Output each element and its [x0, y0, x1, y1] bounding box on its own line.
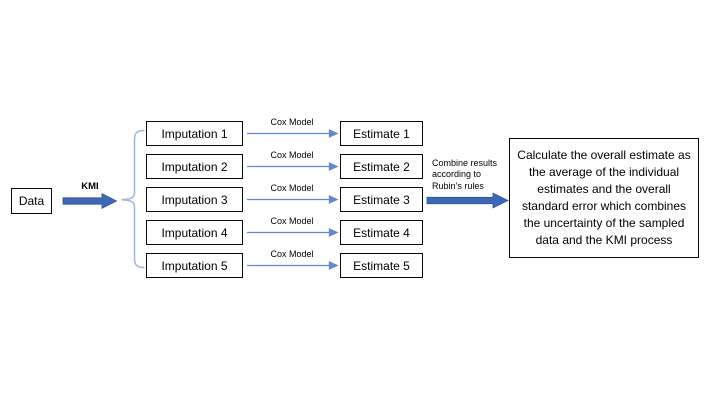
result-line-4: standard error which combines [521, 199, 687, 213]
estimate-box-3: Estimate 3 [340, 187, 423, 212]
imputation-label-4: Imputation 4 [161, 225, 228, 240]
cox-arrow-5 [247, 261, 339, 270]
combine-results-label: Combine results according to Rubin’s rul… [432, 158, 497, 193]
imputation-box-3: Imputation 3 [146, 187, 243, 212]
result-line-5: the uncertainty of the sampled [523, 215, 685, 230]
estimate-label-2: Estimate 2 [353, 159, 410, 174]
combine-results-line-2: according to [432, 169, 482, 180]
estimate-box-5: Estimate 5 [340, 253, 423, 278]
imputation-label-3: Imputation 3 [161, 192, 228, 207]
result-box: Calculate the overall estimate as the av… [509, 138, 699, 258]
imputation-box-2: Imputation 2 [146, 154, 243, 179]
cox-model-label-3: Cox Model [270, 182, 314, 193]
cox-model-label-2: Cox Model [270, 149, 314, 160]
cox-model-label-1: Cox Model [270, 116, 314, 127]
result-line-2: the average of the individual [528, 165, 680, 180]
estimate-box-4: Estimate 4 [340, 220, 423, 245]
combine-results-line-3: Rubin’s rules [432, 180, 484, 191]
result-line-6: data and the KMI process [535, 232, 673, 247]
imputation-box-1: Imputation 1 [146, 121, 243, 146]
cox-model-label-4: Cox Model [270, 215, 314, 226]
kmi-label: KMI [81, 180, 99, 192]
imputation-box-4: Imputation 4 [146, 220, 243, 245]
imputation-box-5: Imputation 5 [146, 253, 243, 278]
combine-results-line-1: Combine results [432, 157, 498, 168]
cox-arrow-2 [247, 162, 339, 171]
cox-arrow-3 [247, 195, 339, 204]
result-line-1: Calculate the overall estimate as [517, 148, 691, 163]
result-line-3: estimates and the overall [537, 182, 671, 197]
estimate-box-1: Estimate 1 [340, 121, 423, 146]
data-box-label: Data [18, 193, 45, 208]
estimate-box-2: Estimate 2 [340, 154, 423, 179]
estimate-label-4: Estimate 4 [353, 225, 410, 240]
imputation-label-1: Imputation 1 [161, 126, 228, 141]
combine-arrow [426, 192, 509, 209]
data-box: Data [11, 188, 52, 214]
cox-model-label-5: Cox Model [270, 248, 314, 259]
estimate-label-5: Estimate 5 [353, 258, 410, 273]
cox-arrow-1 [247, 129, 339, 138]
imputation-label-2: Imputation 2 [161, 159, 228, 174]
imputation-label-5: Imputation 5 [161, 258, 228, 273]
kmi-arrow [62, 192, 118, 210]
estimate-label-3: Estimate 3 [353, 192, 410, 207]
brace-connector [121, 129, 145, 269]
estimate-label-1: Estimate 1 [353, 126, 410, 141]
cox-arrow-4 [247, 228, 339, 237]
